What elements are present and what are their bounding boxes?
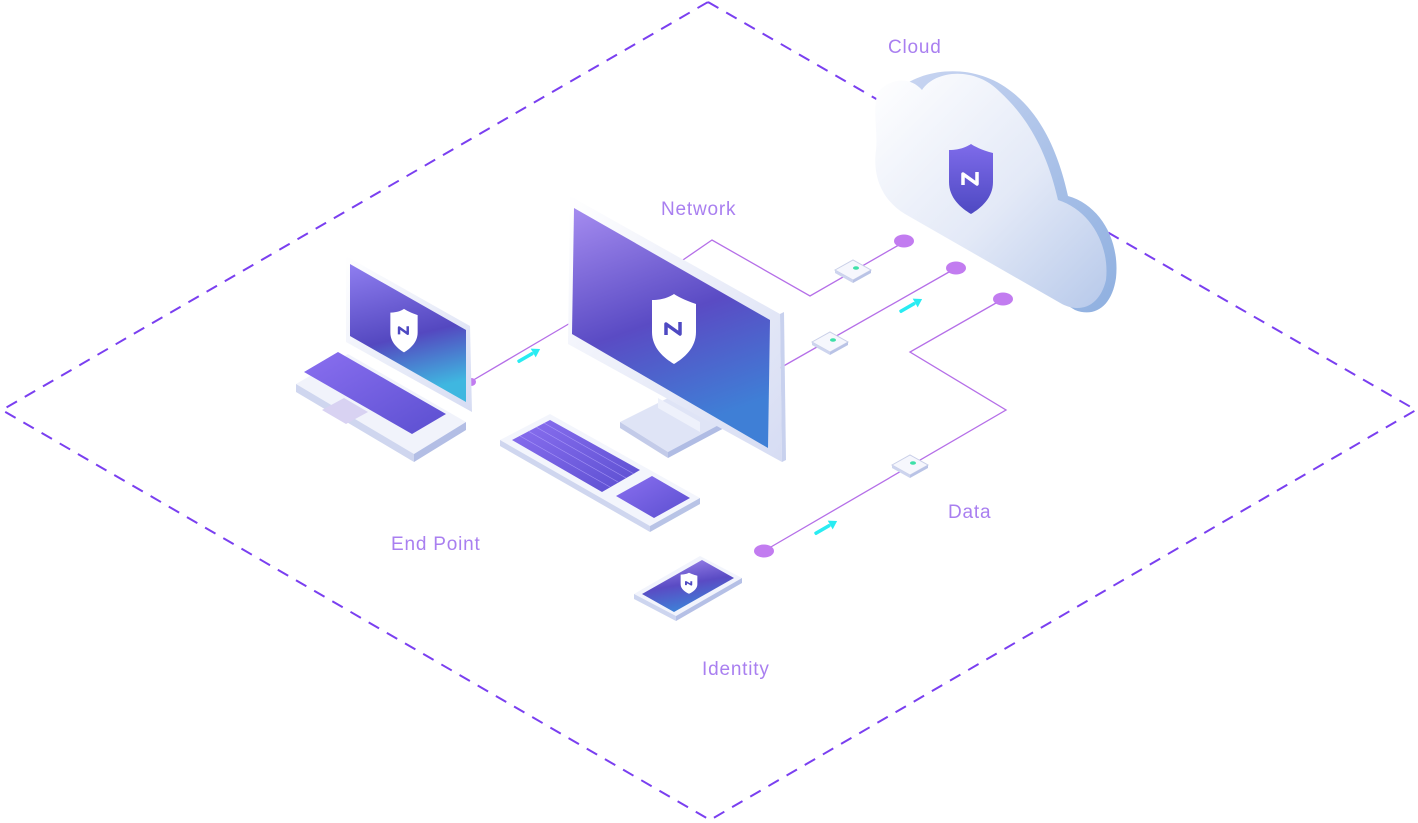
labels: Cloud Network End Point Data Identity <box>391 37 991 680</box>
router-icon <box>890 454 930 478</box>
node-cloud-2 <box>946 261 966 275</box>
label-network: Network <box>661 199 736 220</box>
label-end-point: End Point <box>391 534 481 555</box>
router-icon <box>833 259 873 283</box>
label-identity: Identity <box>702 659 770 680</box>
connector-laptop-monitor <box>469 321 573 383</box>
shield-logo-icon <box>390 308 418 353</box>
arrow-icon <box>899 298 923 314</box>
laptop <box>296 256 472 462</box>
shield-logo-icon <box>949 144 993 214</box>
shield-logo-icon <box>652 294 696 364</box>
laptop-keys <box>304 352 446 434</box>
laptop-touchpad <box>322 398 368 424</box>
node-cloud-3 <box>993 292 1013 306</box>
node-cloud-1 <box>894 234 914 248</box>
router-icon <box>810 331 850 355</box>
tablet <box>634 556 742 621</box>
label-data: Data <box>948 502 991 523</box>
arrow-icon <box>517 348 541 364</box>
connector-identity-data <box>763 298 1008 552</box>
flow-arrows <box>517 298 923 536</box>
keyboard <box>500 414 700 532</box>
connector-data-mid <box>779 267 957 369</box>
label-cloud: Cloud <box>888 37 942 58</box>
node-identity <box>754 544 774 558</box>
keyboard-numpad <box>616 476 690 518</box>
router-boxes <box>810 259 930 478</box>
keyboard-keys <box>512 420 640 492</box>
desktop-monitor <box>568 196 786 462</box>
cloud <box>875 71 1117 313</box>
arrow-icon <box>814 520 838 536</box>
shield-logo-icon <box>680 572 698 594</box>
monitor-stand-neck <box>658 398 700 432</box>
